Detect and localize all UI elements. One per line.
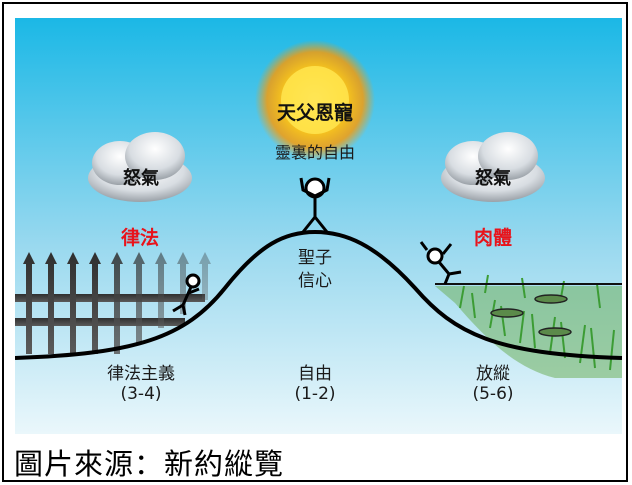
freedom-ref: (1-2) — [294, 384, 336, 404]
sliding-figure-right — [419, 241, 462, 285]
faith-label: 信心 — [298, 271, 332, 291]
legalism-ref: (3-4) — [120, 384, 162, 404]
right-cloud-label: 怒氣 — [475, 168, 511, 189]
fence-icon — [15, 252, 211, 354]
law-label: 律法 — [120, 227, 160, 249]
hill-curve — [15, 229, 622, 360]
right-cloud-icon — [441, 132, 545, 202]
diagram-graphic — [15, 18, 622, 434]
diagram-scene: 天父恩寵 靈裏的自由 怒氣 怒氣 律法 肉體 聖子 信心 律法主義 (3-4) … — [15, 18, 622, 434]
legalism-label: 律法主義 — [107, 364, 175, 384]
left-cloud-label: 怒氣 — [123, 168, 159, 189]
climbing-figure-left — [172, 273, 201, 316]
sun-icon — [255, 40, 375, 160]
license-label: 放縱 — [476, 364, 510, 384]
standing-figure-top — [299, 177, 331, 233]
left-cloud-icon — [88, 132, 192, 202]
freedom-label: 自由 — [298, 364, 332, 384]
license-ref: (5-6) — [472, 384, 514, 404]
image-caption: 圖片來源：新約縱覽 — [14, 447, 285, 481]
son-label: 聖子 — [298, 248, 332, 268]
top-freedom-label: 靈裏的自由 — [274, 143, 356, 162]
sun-label: 天父恩寵 — [276, 102, 354, 124]
flesh-label: 肉體 — [473, 227, 513, 249]
